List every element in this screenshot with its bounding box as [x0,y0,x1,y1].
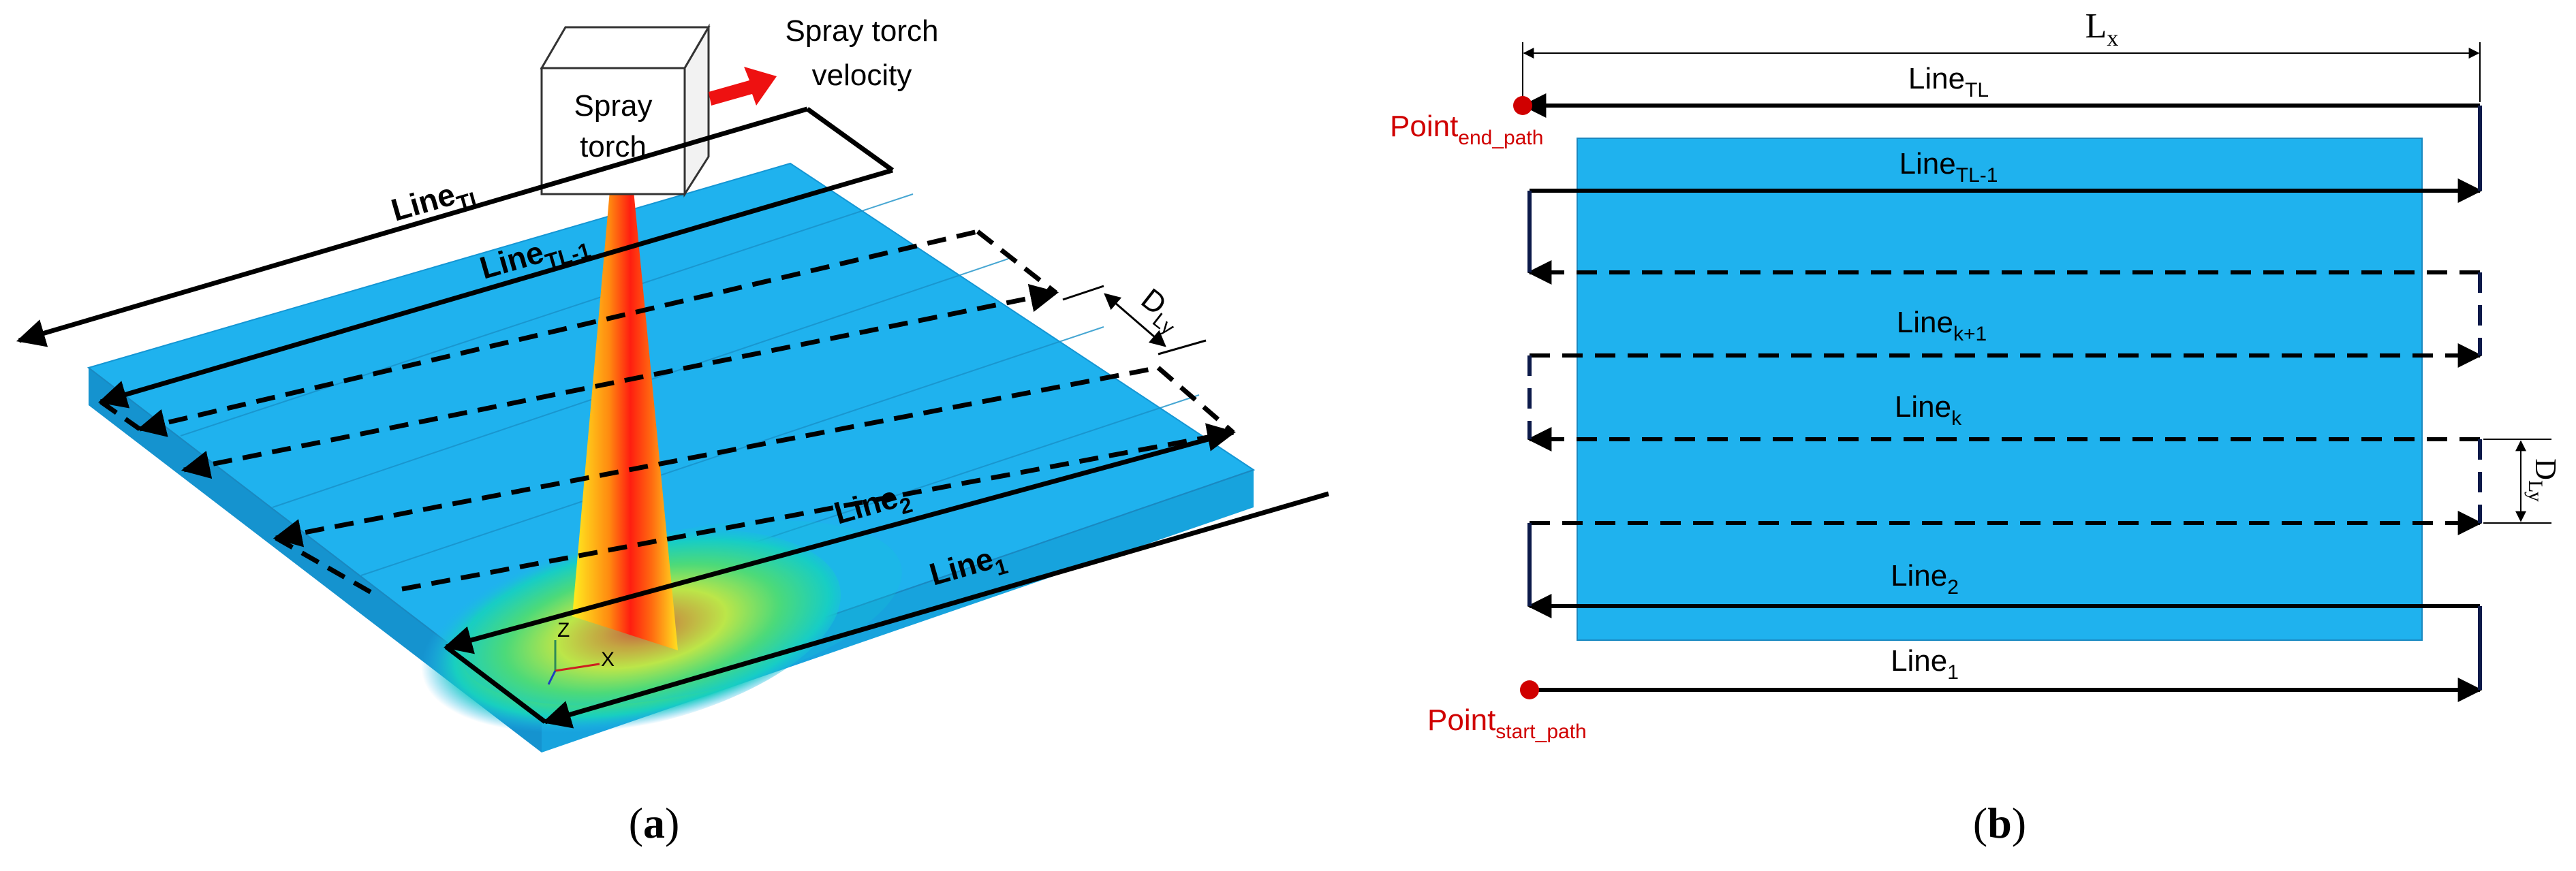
torch-path-a [16,106,1329,729]
label-line-tl1-b: LineTL-1 [1899,147,1998,187]
d-ly-label-b: DLy [2524,458,2562,501]
point-end-path-marker [1513,96,1532,115]
label-line-k-b: Linek [1895,390,1962,430]
label-line-k1-b: Linek+1 [1897,306,1987,345]
point-end-path-label: Pointend_path [1390,110,1543,149]
path-connector-right-1 [976,229,1058,295]
label-line-tl-a: LineTL [387,169,486,234]
spray-torch-box: Spray torch [540,23,711,198]
path-connector-top [805,107,895,172]
path-line-dash-4 [401,423,1237,592]
path-connector-left-1 [99,400,142,431]
path-connector-left-2 [275,535,373,595]
l-x-dimension [1522,42,2481,102]
label-line-tl-b: LineTL [1908,62,1989,101]
d-ly-dimension-a [1062,285,1207,355]
d-ly-dimension-b [2483,439,2551,524]
path-line-1 [542,491,1329,729]
point-start-path-marker [1520,680,1539,699]
velocity-label-line1: Spray torch [786,14,939,48]
label-line-2-b: Line2 [1891,559,1959,599]
torch-label-line1: Spray [574,89,653,123]
velocity-arrow [709,67,777,106]
path-line-tl [16,106,808,347]
d-ly-label-a: DLy [1131,282,1189,339]
path-line-2 [443,430,1234,654]
path-connector-left-3 [444,645,547,724]
panel-b: Lx DLy [1390,7,2562,847]
caption-b: (b) [1973,799,2026,847]
label-line-1-b: Line1 [1891,644,1959,684]
axis-z-label: Z [557,619,570,642]
l-x-label: Lx [2085,7,2119,51]
path-b-connectors [1527,106,2482,690]
path-connector-right-2 [1156,366,1235,434]
axis-triad: Z X [547,619,615,685]
panel-a: Spray torch Spray torch velocity [16,14,1329,847]
axis-x-label: X [601,648,615,671]
torch-path-b [1521,93,2483,702]
heat-spot-outer [461,520,902,706]
caption-a: (a) [629,799,680,847]
velocity-label-line2: velocity [812,59,912,92]
heat-spot [399,528,841,738]
plate-top-view [1577,138,2423,641]
point-start-path-label: Pointstart_path [1427,703,1587,743]
